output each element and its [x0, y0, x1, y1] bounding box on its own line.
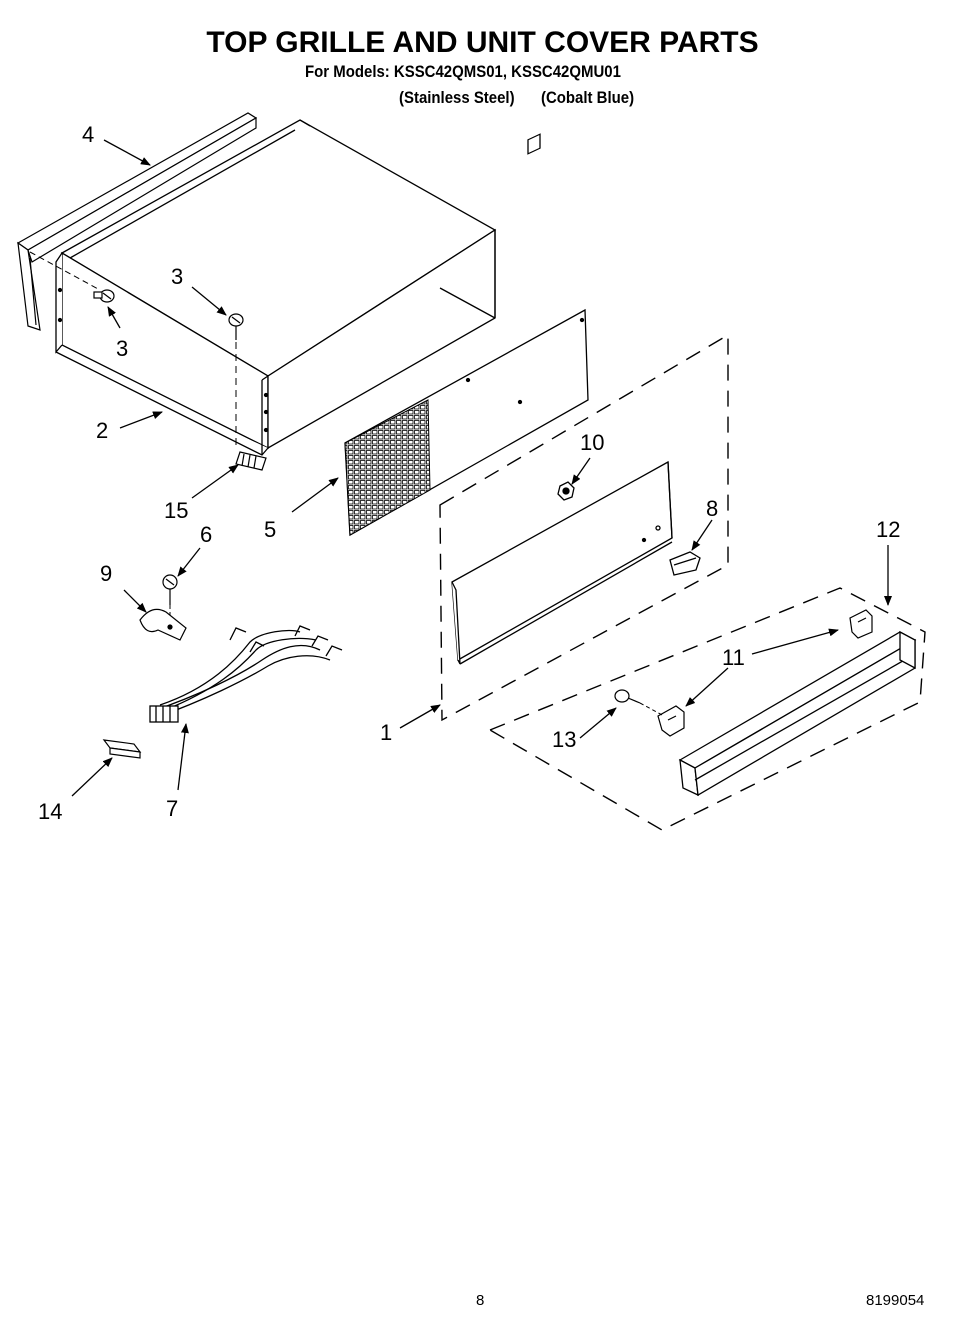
callout-15: 15	[164, 498, 188, 523]
page-title: TOP GRILLE AND UNIT COVER PARTS	[206, 26, 759, 59]
callout-2: 2	[96, 418, 108, 443]
part-12-assembly-outline	[488, 587, 926, 831]
part-10-nut	[557, 481, 575, 501]
part-4-rear-bracket	[16, 112, 258, 331]
part-2-unit-cover	[55, 119, 497, 456]
finish-cobalt: (Cobalt Blue)	[541, 88, 635, 107]
part-15-clip	[235, 451, 267, 471]
part-3-screw-lower	[228, 313, 244, 340]
callout-13: 13	[552, 727, 576, 752]
callout-7: 7	[166, 796, 178, 821]
part-9-clamp	[139, 608, 187, 641]
callout-6: 6	[200, 522, 212, 547]
part-5-grille-panel	[344, 133, 589, 537]
part-1-front-panel	[451, 460, 673, 665]
callout-3-upper: 3	[171, 264, 183, 289]
callout-9: 9	[100, 561, 112, 586]
callout-1: 1	[380, 720, 392, 745]
callout-5: 5	[264, 517, 276, 542]
model-numbers: For Models: KSSC42QMS01, KSSC42QMU01	[305, 62, 621, 81]
part-11-bracket-left	[657, 705, 685, 737]
part-11-bracket-right	[849, 609, 873, 639]
callout-14: 14	[38, 799, 62, 824]
part-14-connector	[102, 739, 142, 759]
part-1-assembly-outline	[439, 333, 729, 722]
part-7-wire-harness	[149, 625, 343, 723]
callout-8: 8	[706, 496, 718, 521]
leader-lines	[71, 139, 892, 797]
part-3-screw-upper	[93, 289, 115, 303]
part-8-cap	[669, 551, 701, 576]
callout-3-lower: 3	[116, 336, 128, 361]
part-6-screw	[162, 574, 178, 605]
callout-10: 10	[580, 430, 604, 455]
callout-4: 4	[82, 122, 94, 147]
finish-stainless: (Stainless Steel)	[399, 88, 515, 107]
callout-11: 11	[722, 645, 745, 670]
document-number: 8199054	[866, 1292, 925, 1309]
part-13-screw	[614, 689, 641, 704]
callout-12: 12	[876, 517, 900, 542]
page-number: 8	[476, 1292, 485, 1309]
part-12-trim	[678, 630, 917, 797]
